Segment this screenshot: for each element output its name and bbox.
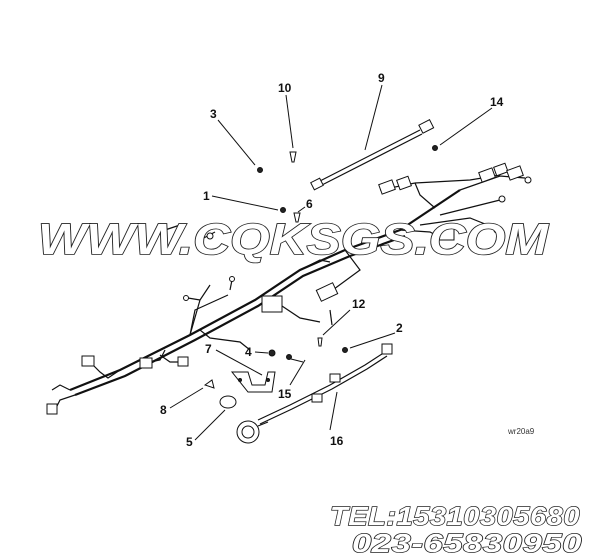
part-4-nut xyxy=(268,349,276,357)
part-1-washer xyxy=(280,207,286,213)
watermark-phone-2: 023-65830950 xyxy=(352,528,582,558)
loose-parts xyxy=(203,145,438,409)
part-15-washer xyxy=(286,354,292,360)
watermark-url: WWW.CQKSGS.COM xyxy=(38,215,550,264)
part-16-sensor-harness xyxy=(236,343,393,444)
part-10-bolt xyxy=(289,151,297,163)
callout-5: 5 xyxy=(186,435,193,449)
part-9-cable xyxy=(310,119,435,191)
part-12-screw xyxy=(317,337,323,347)
callout-10: 10 xyxy=(278,81,292,95)
watermark-phone-1: TEL:15310305680 xyxy=(330,501,580,531)
callout-9: 9 xyxy=(378,71,385,85)
part-6-screw xyxy=(293,212,301,223)
callout-12: 12 xyxy=(352,297,366,311)
part-8-clip xyxy=(203,379,215,389)
callout-numbers: 3 10 9 14 1 6 12 2 4 7 15 8 5 16 xyxy=(160,71,504,449)
part-5-ring xyxy=(219,395,237,409)
callout-16: 16 xyxy=(330,434,344,448)
drawing-code: wr20a9 xyxy=(507,427,535,436)
part-14-clip xyxy=(432,145,438,151)
callout-1: 1 xyxy=(203,189,210,203)
part-3-nut xyxy=(257,167,263,173)
part-2-clip xyxy=(342,347,348,353)
callout-4: 4 xyxy=(245,345,252,359)
callout-14: 14 xyxy=(490,95,504,109)
callout-8: 8 xyxy=(160,403,167,417)
callout-15: 15 xyxy=(278,387,292,401)
callout-7: 7 xyxy=(205,342,212,356)
callout-3: 3 xyxy=(210,107,217,121)
main-harness xyxy=(46,162,532,415)
part-7-bracket xyxy=(230,371,276,393)
callout-2: 2 xyxy=(396,321,403,335)
leader-lines xyxy=(169,84,493,441)
callout-6: 6 xyxy=(306,197,313,211)
